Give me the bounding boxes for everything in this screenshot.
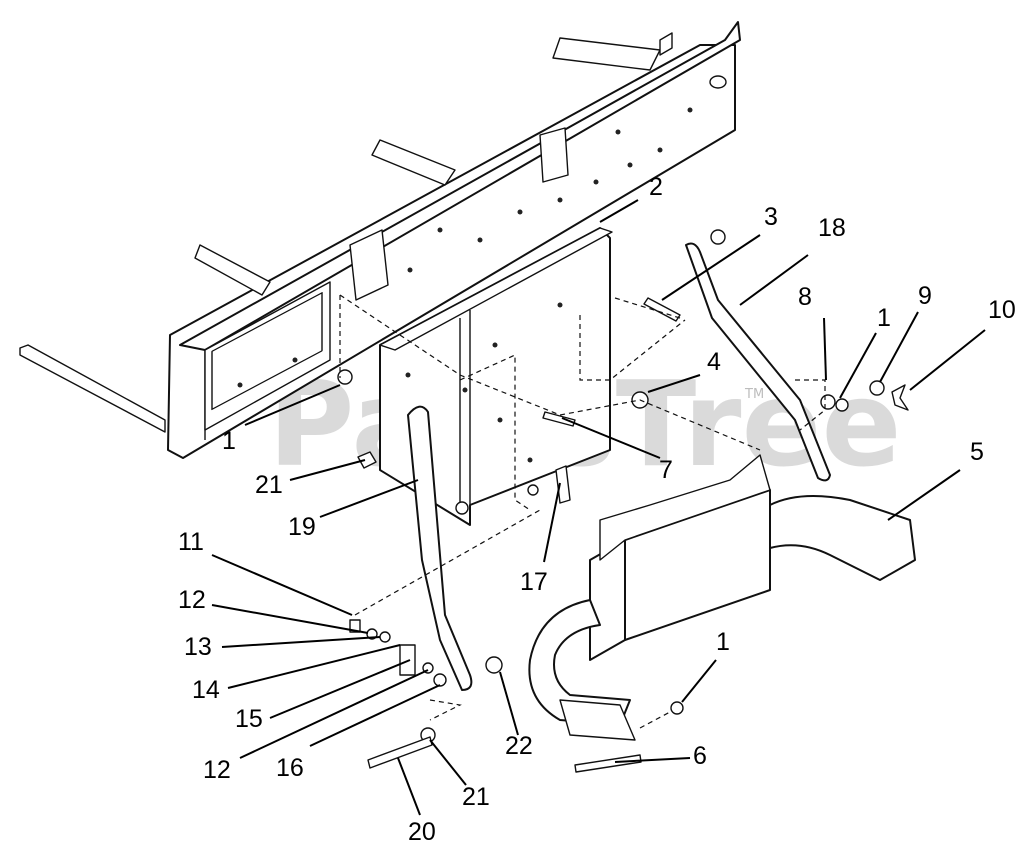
callout-7: 7 [659, 456, 673, 484]
callout-21-upper: 21 [255, 471, 283, 499]
hardware [337, 229, 909, 773]
callout-1-hitch: 1 [716, 628, 730, 656]
left-support-arm [407, 405, 473, 691]
callout-1-washer: 1 [877, 304, 891, 332]
callout-8: 8 [798, 283, 812, 311]
callout-1-frame: 1 [222, 427, 236, 455]
assembly-lines [339, 294, 826, 729]
callout-15: 15 [235, 705, 263, 733]
callout-19: 19 [288, 513, 316, 541]
callout-12-upper: 12 [178, 586, 206, 614]
callout-12-lower: 12 [203, 756, 231, 784]
callout-17: 17 [520, 568, 548, 596]
callout-labels: 1 2 3 4 5 6 7 8 1 9 10 11 12 13 14 15 12… [178, 173, 1016, 846]
callout-22: 22 [505, 732, 533, 760]
callout-3: 3 [764, 203, 778, 231]
trademark-mark: TM [744, 387, 764, 402]
callout-5: 5 [970, 438, 984, 466]
hitch-assembly [528, 454, 916, 741]
right-support-arm [685, 242, 831, 482]
callout-11: 11 [178, 528, 204, 556]
callout-13: 13 [184, 633, 212, 661]
callout-2: 2 [649, 173, 663, 201]
callout-14: 14 [192, 676, 220, 704]
mounting-plate [379, 227, 613, 526]
main-frame-rail [19, 21, 741, 459]
callout-16: 16 [276, 754, 304, 782]
callout-18: 18 [818, 214, 846, 242]
callout-20: 20 [408, 818, 436, 846]
callout-4: 4 [707, 348, 721, 376]
leader-lines [211, 199, 986, 816]
callout-9: 9 [918, 282, 932, 310]
callout-6: 6 [693, 742, 707, 770]
callout-21-lower: 21 [462, 783, 490, 811]
callout-10: 10 [988, 296, 1016, 324]
